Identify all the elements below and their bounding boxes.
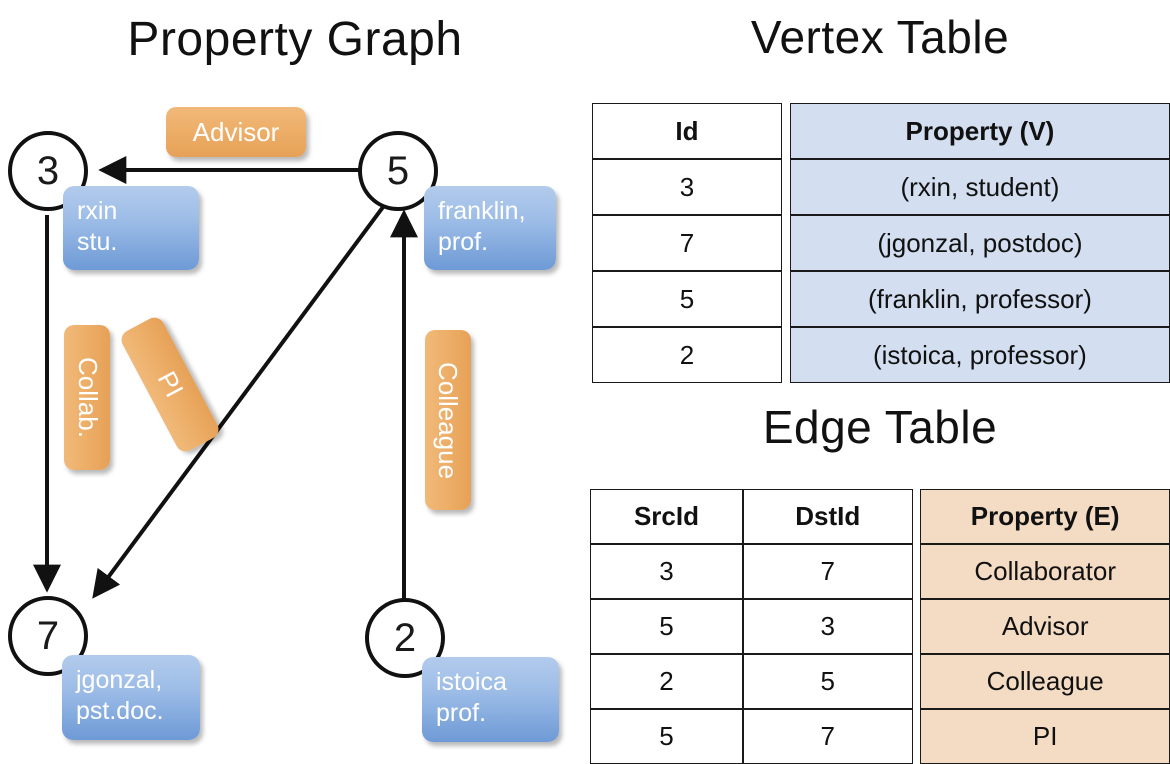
table-column-gap — [913, 489, 921, 544]
vertex-table-header-id: Id — [592, 103, 782, 159]
section-title-edge-table: Edge Table — [762, 401, 998, 453]
vertex-table-header-property: Property (V) — [789, 103, 1170, 159]
graph-node-2-label: 2 — [393, 616, 417, 660]
edge-row-1-src: 5 — [590, 599, 743, 654]
vertex-property-rxin-line1: rxin — [77, 197, 118, 225]
graph-node-7-label: 7 — [36, 614, 60, 658]
edge-row-1-property: Advisor — [920, 599, 1170, 654]
graph-node-2[interactable]: 2 — [365, 598, 445, 678]
table-column-gap — [782, 271, 790, 327]
table-row[interactable]: 5 (franklin, professor) — [592, 271, 1170, 327]
table-column-gap — [913, 599, 921, 654]
edge-row-0-src: 3 — [590, 544, 743, 599]
edge-table-header-dstid: DstId — [742, 489, 913, 544]
vertex-row-3-id: 2 — [592, 327, 782, 383]
edge-label-advisor: Advisor — [192, 116, 280, 147]
table-column-gap — [913, 709, 921, 764]
vertex-table: Id Property (V) 3 (rxin, student) 7 (jgo… — [592, 103, 1170, 383]
vertex-row-1-id: 7 — [592, 215, 782, 271]
vertex-property-jgonzal-line2: pst.doc. — [76, 696, 164, 725]
table-row[interactable]: 3 (rxin, student) — [592, 159, 1170, 215]
table-row[interactable]: 3 7 Collaborator — [590, 544, 1170, 599]
vertex-property-box-franklin[interactable]: franklin, prof. — [424, 186, 556, 270]
edge-label-box-advisor[interactable]: Advisor — [166, 107, 306, 157]
vertex-property-rxin-line2: stu. — [77, 227, 118, 256]
vertex-property-istoica-line1: istoica — [436, 668, 507, 696]
vertex-property-istoica-line2: prof. — [436, 698, 487, 727]
edge-table-header-row: SrcId DstId Property (E) — [590, 489, 1170, 544]
vertex-row-3-property: (istoica, professor) — [789, 327, 1170, 383]
table-column-gap — [782, 215, 790, 271]
table-row[interactable]: 2 (istoica, professor) — [592, 327, 1170, 383]
edge-label-box-collab[interactable]: Collab. — [64, 325, 110, 470]
edge-pi-arrow — [92, 201, 388, 599]
vertex-property-box-rxin[interactable]: rxin stu. — [63, 186, 199, 270]
graph-edges-svg — [33, 156, 418, 606]
table-column-gap — [913, 544, 921, 599]
section-title-vertex-table: Vertex Table — [750, 11, 1010, 63]
vertex-property-franklin-line1: franklin, — [438, 197, 526, 225]
vertex-row-0-property: (rxin, student) — [789, 159, 1170, 215]
graph-node-3-label: 3 — [36, 149, 60, 193]
table-column-gap — [782, 327, 790, 383]
edge-row-3-property: PI — [920, 709, 1170, 764]
edge-label-colleague: Colleague — [433, 361, 464, 479]
table-row[interactable]: 2 5 Colleague — [590, 654, 1170, 709]
edge-table-header-property: Property (E) — [920, 489, 1170, 544]
edge-table: SrcId DstId Property (E) 3 7 Collaborato… — [590, 489, 1170, 764]
edge-label-box-colleague[interactable]: Colleague — [425, 330, 471, 510]
table-column-gap — [782, 103, 790, 159]
graph-node-5-label: 5 — [386, 149, 410, 193]
table-row[interactable]: 7 (jgonzal, postdoc) — [592, 215, 1170, 271]
page-title-property-graph: Property Graph — [127, 13, 463, 66]
vertex-property-box-istoica[interactable]: istoica prof. — [422, 657, 559, 742]
table-column-gap — [913, 654, 921, 709]
edge-row-0-dst: 7 — [742, 544, 913, 599]
vertex-property-jgonzal-line1: jgonzal, — [76, 666, 163, 694]
edge-table-header-srcid: SrcId — [590, 489, 743, 544]
edge-row-2-dst: 5 — [742, 654, 913, 709]
vertex-row-1-property: (jgonzal, postdoc) — [789, 215, 1170, 271]
vertex-row-2-id: 5 — [592, 271, 782, 327]
edge-row-3-dst: 7 — [742, 709, 913, 764]
graph-node-5[interactable]: 5 — [358, 131, 438, 211]
edge-label-pi: PI — [151, 366, 190, 403]
vertex-property-franklin-line2: prof. — [438, 227, 489, 256]
vertex-row-0-id: 3 — [592, 159, 782, 215]
edge-row-0-property: Collaborator — [920, 544, 1170, 599]
edge-row-2-property: Colleague — [920, 654, 1170, 709]
vertex-row-2-property: (franklin, professor) — [789, 271, 1170, 327]
table-column-gap — [782, 159, 790, 215]
table-row[interactable]: 5 7 PI — [590, 709, 1170, 764]
edge-row-2-src: 2 — [590, 654, 743, 709]
edge-label-collab: Collab. — [72, 357, 103, 438]
table-row[interactable]: 5 3 Advisor — [590, 599, 1170, 654]
property-graph-panel: Property Graph 3 5 7 2 rxin stu. frankli… — [8, 13, 559, 742]
edge-row-3-src: 5 — [590, 709, 743, 764]
vertex-table-header-row: Id Property (V) — [592, 103, 1170, 159]
vertex-property-box-jgonzal[interactable]: jgonzal, pst.doc. — [62, 655, 200, 740]
edge-row-1-dst: 3 — [742, 599, 913, 654]
